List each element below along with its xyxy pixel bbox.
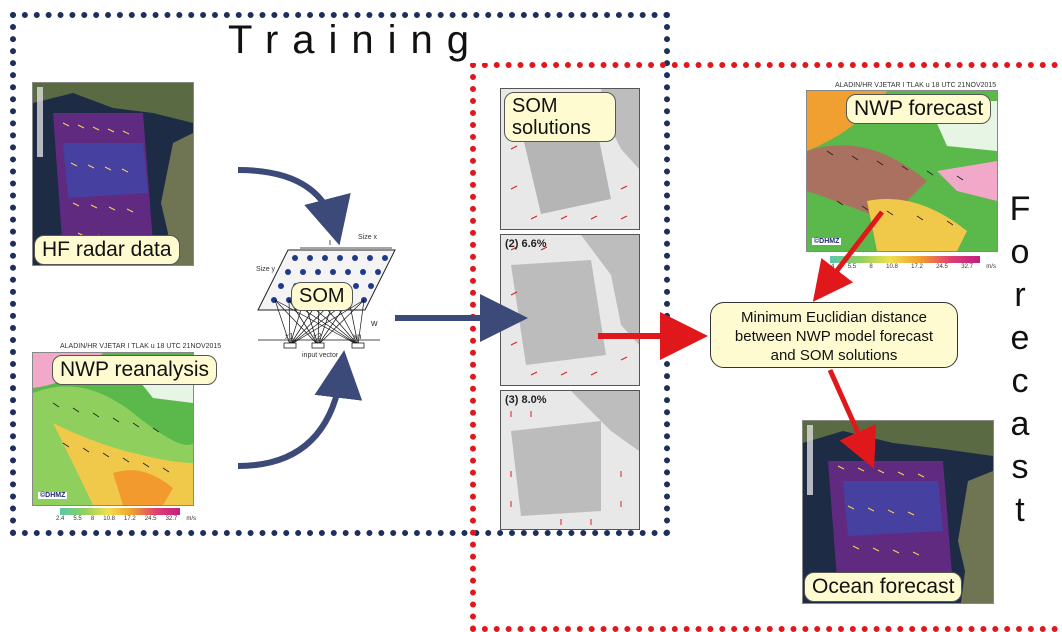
nwp-forecast-label: NWP forecast — [846, 94, 992, 124]
decision-line: between NWP model forecast — [734, 328, 934, 345]
forecast-dhmz-credit: ©DHMZ — [812, 238, 842, 245]
cb-tick: 5.5 — [73, 516, 82, 522]
reanalysis-colorbar — [60, 508, 180, 515]
training-title: Training — [222, 18, 490, 63]
forecast-letter: s — [1011, 448, 1029, 486]
decision-line: and SOM solutions — [770, 347, 898, 364]
forecast-letter: t — [1015, 491, 1025, 529]
cb-tick: 2.4 — [56, 516, 65, 522]
arrow-decision-to-ocean — [827, 368, 877, 469]
hf-radar-map — [32, 82, 194, 266]
forecast-letter: r — [1014, 276, 1026, 314]
forecast-letter: F — [1009, 190, 1031, 228]
cb-tick: 32.7 — [961, 264, 973, 270]
cb-tick: 10.8 — [103, 516, 115, 522]
nwp-reanalysis-header: ALADIN/HR VJETAR I TLAK u 18 UTC 21NOV20… — [60, 343, 222, 350]
cb-tick: 8 — [90, 516, 95, 522]
cb-tick: m/s — [186, 516, 196, 522]
arrow-nwp-to-decision — [812, 210, 884, 302]
som-panel-tag-3: (3) 8.0% — [505, 394, 547, 406]
cb-tick: 32.7 — [165, 516, 178, 522]
som-size-x: Size x — [358, 234, 378, 241]
cb-tick: 17.2 — [911, 264, 923, 270]
som-input-xn: xn — [353, 332, 362, 341]
ocean-forecast-label: Ocean forecast — [804, 572, 963, 602]
forecast-letter: a — [1010, 405, 1030, 443]
som-label: SOM — [291, 282, 353, 311]
cb-tick: 10.8 — [886, 264, 898, 270]
hf-radar-label: HF radar data — [34, 235, 180, 265]
min-euclidean-distance-box: Minimum Euclidian distance between NWP m… — [710, 302, 958, 368]
training-region — [10, 12, 670, 536]
forecast-letter: e — [1010, 319, 1030, 357]
nwp-reanalysis-label: NWP reanalysis — [52, 355, 217, 385]
som-solutions-text: SOM solutions — [512, 95, 591, 139]
som-size-y: Size y — [256, 266, 276, 273]
som-solution-field — [510, 391, 639, 525]
cb-tick: 24.5 — [144, 516, 157, 522]
arrow-radar-to-som — [237, 167, 351, 246]
hf-radar-image — [33, 83, 193, 265]
som-input-x1: x1 — [285, 332, 294, 341]
som-solutions-label: SOM solutions — [504, 92, 616, 142]
cb-tick: 8 — [869, 264, 873, 270]
nwp-forecast-header: ALADIN/HR VJETAR I TLAK u 18 UTC 21NOV20… — [835, 82, 997, 89]
reanalysis-colorbar-ticks: 2.4 5.5 8 10.8 17.2 24.5 32.7 m/s — [56, 516, 196, 522]
som-input-x2: x2 — [313, 332, 322, 341]
forecast-title: F o r e c a s t — [1000, 188, 1040, 532]
cb-tick: 17.2 — [124, 516, 136, 522]
cb-tick: 24.5 — [936, 264, 948, 270]
forecast-letter: c — [1011, 362, 1029, 400]
som-panel-tag-2: (2) 6.6% — [505, 238, 547, 250]
som-solution-panel-3 — [500, 390, 640, 530]
som-solution-field — [510, 235, 639, 376]
dhmz-credit: ©DHMZ — [38, 492, 68, 499]
arrow-reanalysis-to-som — [237, 350, 363, 469]
forecast-colorbar — [830, 256, 980, 263]
som-weight-label: w — [371, 318, 378, 328]
forecast-letter: o — [1010, 233, 1030, 271]
decision-line: Minimum Euclidian distance — [741, 309, 927, 326]
cb-tick: m/s — [986, 264, 996, 270]
